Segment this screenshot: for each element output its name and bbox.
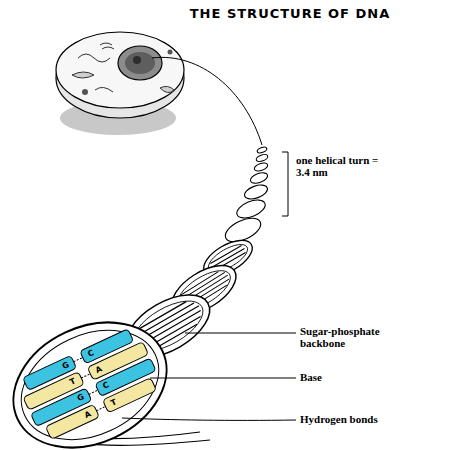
dna-cross-section <box>0 299 187 450</box>
coil <box>243 182 270 201</box>
organelle <box>160 86 174 92</box>
bracket <box>282 152 288 216</box>
dna-coils <box>222 146 270 247</box>
cell-membrane <box>56 32 184 108</box>
coil <box>256 146 267 154</box>
leader-line <box>122 418 296 420</box>
dna-strand <box>152 57 262 145</box>
nucleus <box>118 46 162 80</box>
nucleolus-core <box>133 56 141 64</box>
coil <box>255 153 268 163</box>
nucleolus <box>125 52 155 74</box>
base-plate <box>103 378 157 413</box>
coil <box>253 161 269 172</box>
base-plate <box>45 404 99 439</box>
backbone-ring <box>0 299 187 450</box>
diagram-title: THE STRUCTURE OF DNA <box>180 6 400 21</box>
leader-line <box>150 378 296 379</box>
organelle <box>78 54 110 62</box>
coil <box>249 171 269 186</box>
hydrogen-bond <box>74 358 106 411</box>
organelle <box>168 50 173 55</box>
backbone-ring <box>4 309 177 450</box>
part-label: Sugar-phosphate backbone <box>300 325 418 349</box>
organelle <box>95 87 113 92</box>
leader-line <box>185 333 296 334</box>
organelle <box>100 43 114 49</box>
dimension-label: one helical turn = 3.4 nm <box>296 154 391 178</box>
organelle <box>72 72 94 78</box>
part-label: Hydrogen bonds <box>300 413 420 425</box>
organelle <box>82 89 88 95</box>
part-label: Base <box>300 371 400 383</box>
